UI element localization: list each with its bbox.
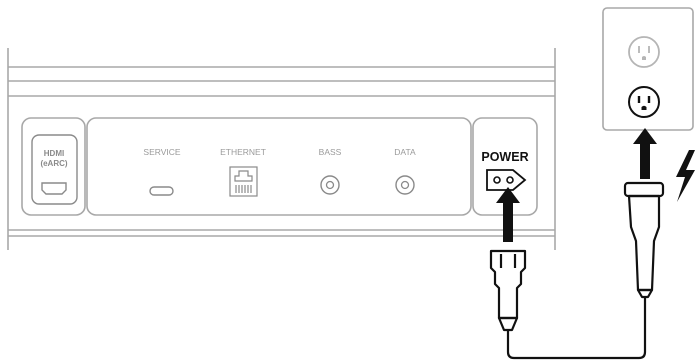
lower-receptacle [628,86,660,118]
two-prong-wall-plug-icon [623,181,665,299]
hdmi-label-sub: (eARC) [40,159,67,168]
usb-c-port-icon [149,186,174,196]
wall-outlet-icon [602,7,694,131]
hdmi-connector-icon [41,182,67,195]
bass-jack-icon [320,175,340,195]
power-cable [506,297,647,360]
hdmi-label: HDMI [44,149,64,158]
service-label: SERVICE [143,147,180,157]
power-label: POWER [481,150,528,164]
ethernet-label: ETHERNET [220,147,266,157]
power-inlet: POWER [481,150,529,191]
arrow-to-wall-outlet [633,128,657,179]
service-port: SERVICE [143,147,181,196]
hdmi-bay [21,117,86,216]
bass-label: BASS [319,147,342,157]
upper-receptacle [628,36,660,68]
data-label: DATA [394,147,416,157]
data-port: DATA [394,147,416,195]
bass-port: BASS [319,147,342,195]
figure-8-power-inlet-icon [486,169,527,191]
c7-connector-icon [489,249,527,332]
port-bay [86,117,472,216]
hdmi-port: HDMI (eARC) [31,134,78,205]
soundbar-body [7,48,556,250]
data-jack-icon [395,175,415,195]
ethernet-port: ETHERNET [220,147,266,197]
rj45-port-icon [229,166,258,197]
arrow-to-power-inlet [496,187,520,242]
lightning-bolt-icon [676,150,695,202]
